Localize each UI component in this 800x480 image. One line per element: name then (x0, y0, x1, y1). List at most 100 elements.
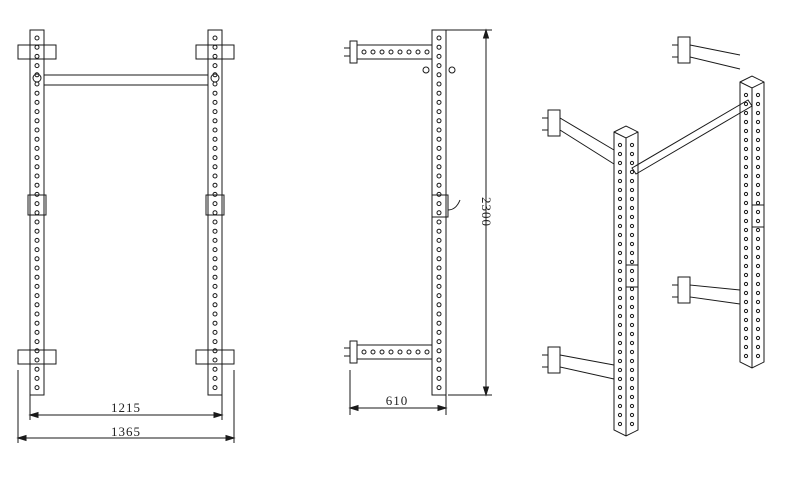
upright-hole (212, 72, 218, 78)
arrow (348, 404, 359, 412)
dimension-2300: 2300 (479, 197, 494, 227)
column-hole (743, 326, 749, 332)
upright-hole (436, 293, 442, 299)
column-hole (617, 340, 623, 346)
wall-mount-plate-bottom (195, 349, 235, 365)
upright-hole (34, 63, 40, 69)
upright-hole (34, 44, 40, 50)
upright-hole (436, 173, 442, 179)
column-hole (755, 146, 761, 152)
upright-hole (436, 348, 442, 354)
upright-hole (212, 53, 218, 59)
column-hole (743, 335, 749, 341)
upright-hole (34, 35, 40, 41)
arm-hole (397, 49, 403, 55)
j-hook (205, 194, 225, 216)
column-hole (743, 281, 749, 287)
wall-arm (356, 44, 433, 60)
column-hole (629, 151, 635, 157)
column-hole (617, 376, 623, 382)
wall-plate (547, 109, 561, 137)
upright-hole (34, 191, 40, 197)
upright-hole (212, 366, 218, 372)
arrow (213, 411, 224, 419)
column-hole (755, 227, 761, 233)
upright-hole (34, 155, 40, 161)
column-hole (617, 304, 623, 310)
upright-hole (212, 35, 218, 41)
column-hole (743, 236, 749, 242)
upright-hole (34, 53, 40, 59)
dimension-610: 610 (386, 393, 409, 408)
upright-hole (34, 320, 40, 326)
wall-arm (689, 284, 741, 305)
column-hole (617, 187, 623, 193)
upright-hole (436, 210, 442, 216)
column-hole (755, 245, 761, 251)
upright-hole (212, 339, 218, 345)
upright-hole (34, 385, 40, 391)
upright-hole (34, 118, 40, 124)
column-hole (617, 367, 623, 373)
arm-hole (388, 349, 394, 355)
upright-hole (436, 366, 442, 372)
column-hole (743, 218, 749, 224)
column-hole (617, 295, 623, 301)
column-hole (617, 313, 623, 319)
column-hole (617, 286, 623, 292)
front-view (17, 29, 235, 396)
column-hole (617, 178, 623, 184)
upright-hole (34, 375, 40, 381)
upright-hole (436, 265, 442, 271)
upright-hole (212, 256, 218, 262)
column-hole (617, 196, 623, 202)
upright-hole (212, 99, 218, 105)
isometric-view (542, 36, 765, 437)
column-hole (617, 223, 623, 229)
upright-hole (34, 339, 40, 345)
column-hole (617, 205, 623, 211)
arm-hole (406, 349, 412, 355)
upright-hole (212, 385, 218, 391)
wall-plate (677, 276, 691, 304)
upright-hole (212, 127, 218, 133)
wall-mount-plate-top (17, 44, 57, 60)
upright-hole (436, 81, 442, 87)
column-hole (617, 394, 623, 400)
arrow (482, 386, 490, 397)
upright-hole (436, 201, 442, 207)
upright-hole (212, 145, 218, 151)
column-hole (617, 241, 623, 247)
dimension-1215: 1215 (111, 400, 141, 415)
upright-hole (212, 81, 218, 87)
column-hole (755, 92, 761, 98)
column-hole (755, 254, 761, 260)
column-hole (743, 263, 749, 269)
upright-hole (34, 366, 40, 372)
upright-hole (34, 164, 40, 170)
column-hole (617, 214, 623, 220)
upright-hole (436, 302, 442, 308)
column-hole (629, 367, 635, 373)
upright-hole (34, 329, 40, 335)
column-hole (755, 155, 761, 161)
arm-hole (415, 49, 421, 55)
upright-hole (436, 53, 442, 59)
column-hole (617, 322, 623, 328)
upright-hole (212, 265, 218, 271)
upright-hole (34, 182, 40, 188)
arm-hole (379, 349, 385, 355)
upright-hole (34, 357, 40, 363)
upright-hole (34, 173, 40, 179)
upright-hole (436, 274, 442, 280)
column-hole (743, 146, 749, 152)
column-hole (629, 277, 635, 283)
column-hole (755, 173, 761, 179)
upright-hole (212, 320, 218, 326)
upright-hole (436, 35, 442, 41)
column-hole (755, 101, 761, 107)
upright-hole (212, 274, 218, 280)
wall-arm (689, 44, 741, 70)
column-hole (629, 313, 635, 319)
upright-hole (34, 99, 40, 105)
